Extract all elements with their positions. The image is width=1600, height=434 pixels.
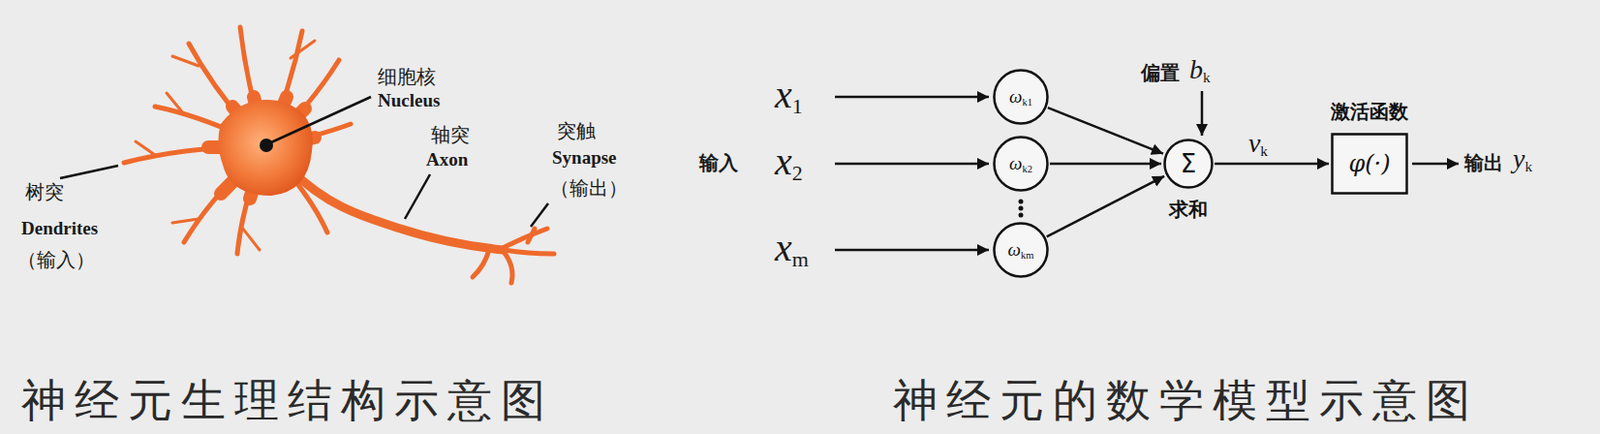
activation-box: 激活函数φ(·) bbox=[1330, 132, 1409, 195]
node-text: ωk2 bbox=[1009, 153, 1033, 175]
weight-circle: ωkm bbox=[992, 221, 1049, 278]
bias-symbol: bk bbox=[1189, 56, 1211, 85]
output-label: 输出 bbox=[1464, 152, 1504, 174]
node-text: Σ bbox=[1180, 149, 1197, 179]
part-label: 突触 bbox=[556, 120, 596, 142]
weight-circle: ωk2 bbox=[992, 135, 1049, 192]
connector-arrow bbox=[1047, 107, 1164, 154]
figure-caption: 神经元的数学模型示意图 bbox=[892, 373, 1479, 428]
output-symbol: yk bbox=[1512, 145, 1533, 174]
input-symbol: x2 bbox=[774, 142, 803, 185]
connector-arrow bbox=[1046, 176, 1165, 237]
node-text: ωkm bbox=[1008, 239, 1035, 261]
input-label: 输入 bbox=[699, 152, 739, 174]
node-text: ωk1 bbox=[1009, 86, 1033, 108]
input-symbol: xm bbox=[774, 228, 809, 271]
node-text: φ(·) bbox=[1348, 150, 1390, 178]
part-label: Axon bbox=[426, 150, 468, 171]
sum-circle: Σ求和 bbox=[1163, 138, 1214, 189]
part-label: 细胞核 bbox=[377, 65, 436, 88]
part-label: （输出） bbox=[550, 177, 628, 199]
node-caption: 求和 bbox=[1169, 196, 1208, 223]
connector-arrow bbox=[1049, 162, 1162, 166]
connector-arrow bbox=[1214, 162, 1329, 166]
part-label: Dendrites bbox=[21, 218, 98, 240]
part-label: 树突 bbox=[25, 181, 64, 203]
figure-caption: 神经元生理结构示意图 bbox=[21, 373, 554, 428]
weight-circle: ωk1 bbox=[992, 68, 1049, 125]
part-label: 轴突 bbox=[430, 123, 470, 146]
bias-label: 偏置 bbox=[1140, 61, 1180, 84]
part-label: Nucleus bbox=[377, 91, 440, 112]
input-symbol: x1 bbox=[774, 75, 803, 118]
signal-label: vk bbox=[1248, 129, 1268, 158]
node-heading: 激活函数 bbox=[1330, 98, 1409, 125]
part-label: Synapse bbox=[552, 148, 617, 169]
part-label: （输入） bbox=[17, 248, 95, 271]
